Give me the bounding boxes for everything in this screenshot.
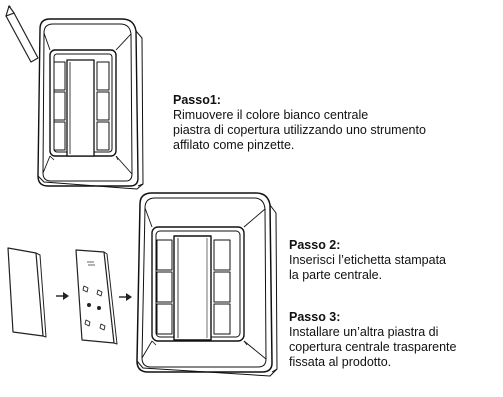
tweezers-icon: [5, 5, 39, 63]
switch-panel-large: [136, 192, 278, 377]
switch-panel-small: [37, 18, 144, 190]
arrow-right-icon: [56, 292, 69, 300]
step-text-line: fissata al prodotto.: [289, 355, 392, 369]
step-title: Passo 2:: [289, 238, 341, 252]
step-text-line: Rimuovere il colore bianco centrale: [173, 108, 369, 122]
step-title: Passo 3:: [289, 310, 341, 324]
step-text-line: piastra di copertura utilizzando uno str…: [173, 123, 426, 137]
step-text-line: copertura centrale trasparente: [289, 340, 457, 354]
step-1: Passo1: Rimuovere il colore bianco centr…: [173, 93, 426, 153]
printed-label-sheet: [7, 247, 47, 338]
arrow-right-icon: [119, 293, 132, 301]
step-3: Passo 3: Installare un’altra piastra di …: [289, 310, 456, 370]
step-text-line: Inserisci l’etichetta stampata: [289, 253, 447, 267]
step-2: Passo 2: Inserisci l’etichetta stampata …: [289, 238, 446, 283]
step-text-line: affilato come pinzette.: [173, 138, 295, 152]
step-text-line: la parte centrale.: [289, 268, 383, 282]
step-title: Passo1:: [173, 93, 221, 107]
transparent-cover-plate: [75, 249, 118, 345]
step-text-line: Installare un’altra piastra di: [289, 325, 439, 339]
